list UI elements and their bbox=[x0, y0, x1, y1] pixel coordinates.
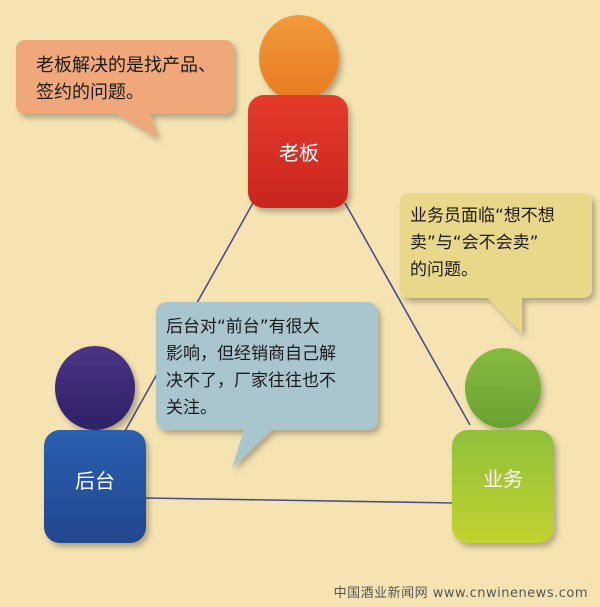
sales-head bbox=[465, 348, 541, 428]
backend-body bbox=[44, 430, 146, 543]
site-watermark: 中国酒业新闻网 www.cnwinenews.com bbox=[333, 586, 588, 601]
sales-bubble-line-3: 的问题。 bbox=[410, 260, 478, 280]
backend-bubble-line-3: 决不了，厂家往往也不 bbox=[166, 371, 336, 391]
sales-figure bbox=[452, 348, 554, 543]
backend-bubble-line-4: 关注。 bbox=[166, 398, 217, 418]
backend-speech-bubble bbox=[156, 302, 378, 468]
sales-bubble-line-2: 卖”与“会不会卖” bbox=[410, 233, 538, 253]
boss-bubble-line-1: 老板解决的是找产品、 bbox=[36, 55, 216, 76]
sales-bubble-line-1: 业务员面临“想不想 bbox=[410, 206, 555, 226]
boss-label: 老板 bbox=[279, 141, 319, 165]
sales-speech-bubble bbox=[400, 193, 592, 334]
edge-boss-sales bbox=[344, 202, 471, 426]
boss-head bbox=[259, 15, 339, 101]
boss-figure bbox=[248, 15, 348, 208]
edge-backend-sales bbox=[144, 497, 456, 504]
sales-label: 业务 bbox=[483, 467, 523, 491]
backend-bubble-line-1: 后台对“前台”有很大 bbox=[166, 317, 320, 337]
backend-bubble-line-2: 影响，但经销商自己解 bbox=[166, 344, 336, 364]
boss-bubble-line-2: 签约的问题。 bbox=[36, 82, 144, 103]
backend-head bbox=[55, 346, 135, 430]
boss-body bbox=[248, 95, 348, 208]
backend-label: 后台 bbox=[75, 469, 115, 493]
boss-speech-bubble bbox=[16, 40, 234, 138]
backend-figure bbox=[44, 346, 146, 543]
sales-body bbox=[452, 430, 554, 543]
